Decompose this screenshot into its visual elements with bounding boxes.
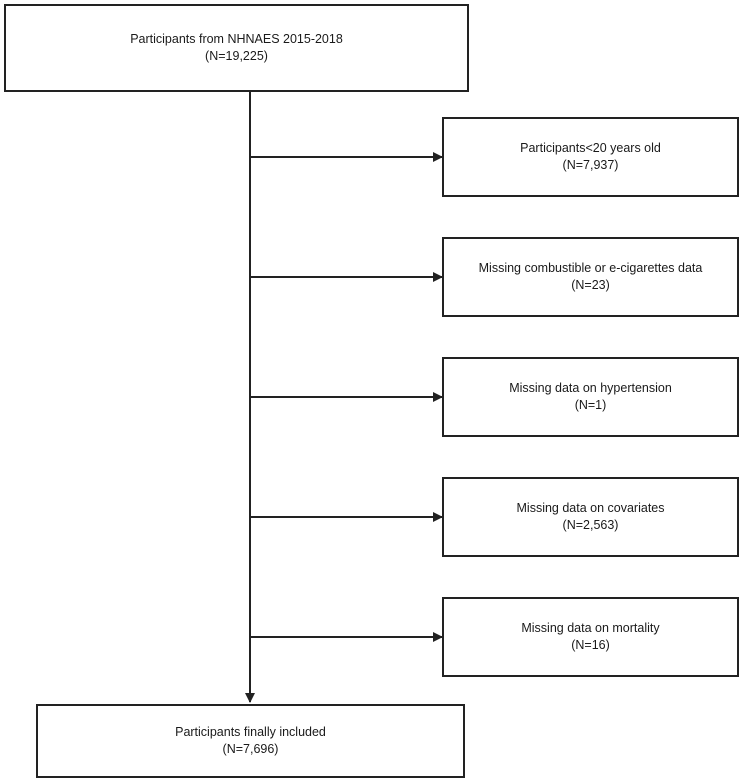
exclusion-box-covariates: Missing data on covariates (N=2,563) xyxy=(442,477,739,557)
exclusion-label: Missing data on hypertension xyxy=(509,381,672,395)
final-count: (N=7,696) xyxy=(222,742,279,756)
exclusion-label: Missing data on covariates xyxy=(516,501,665,515)
final-label: Participants finally included xyxy=(175,725,326,739)
exclusion-box-age: Participants<20 years old (N=7,937) xyxy=(442,117,739,197)
source-label: Participants from NHNAES 2015-2018 xyxy=(130,32,343,46)
exclusion-count: (N=7,937) xyxy=(562,158,619,172)
exclusion-box-cigarettes: Missing combustible or e-cigarettes data… xyxy=(442,237,739,317)
exclusion-count: (N=16) xyxy=(571,638,610,652)
source-count: (N=19,225) xyxy=(205,49,268,63)
exclusion-count: (N=23) xyxy=(571,278,610,292)
exclusion-box-mortality: Missing data on mortality (N=16) xyxy=(442,597,739,677)
source-box: Participants from NHNAES 2015-2018 (N=19… xyxy=(4,4,469,92)
exclusion-label: Participants<20 years old xyxy=(520,141,661,155)
exclusion-count: (N=1) xyxy=(574,398,607,412)
exclusion-label: Missing data on mortality xyxy=(521,621,660,635)
final-box: Participants finally included (N=7,696) xyxy=(36,704,465,778)
exclusion-label: Missing combustible or e-cigarettes data xyxy=(478,261,703,275)
exclusion-box-hypertension: Missing data on hypertension (N=1) xyxy=(442,357,739,437)
exclusion-count: (N=2,563) xyxy=(562,518,619,532)
